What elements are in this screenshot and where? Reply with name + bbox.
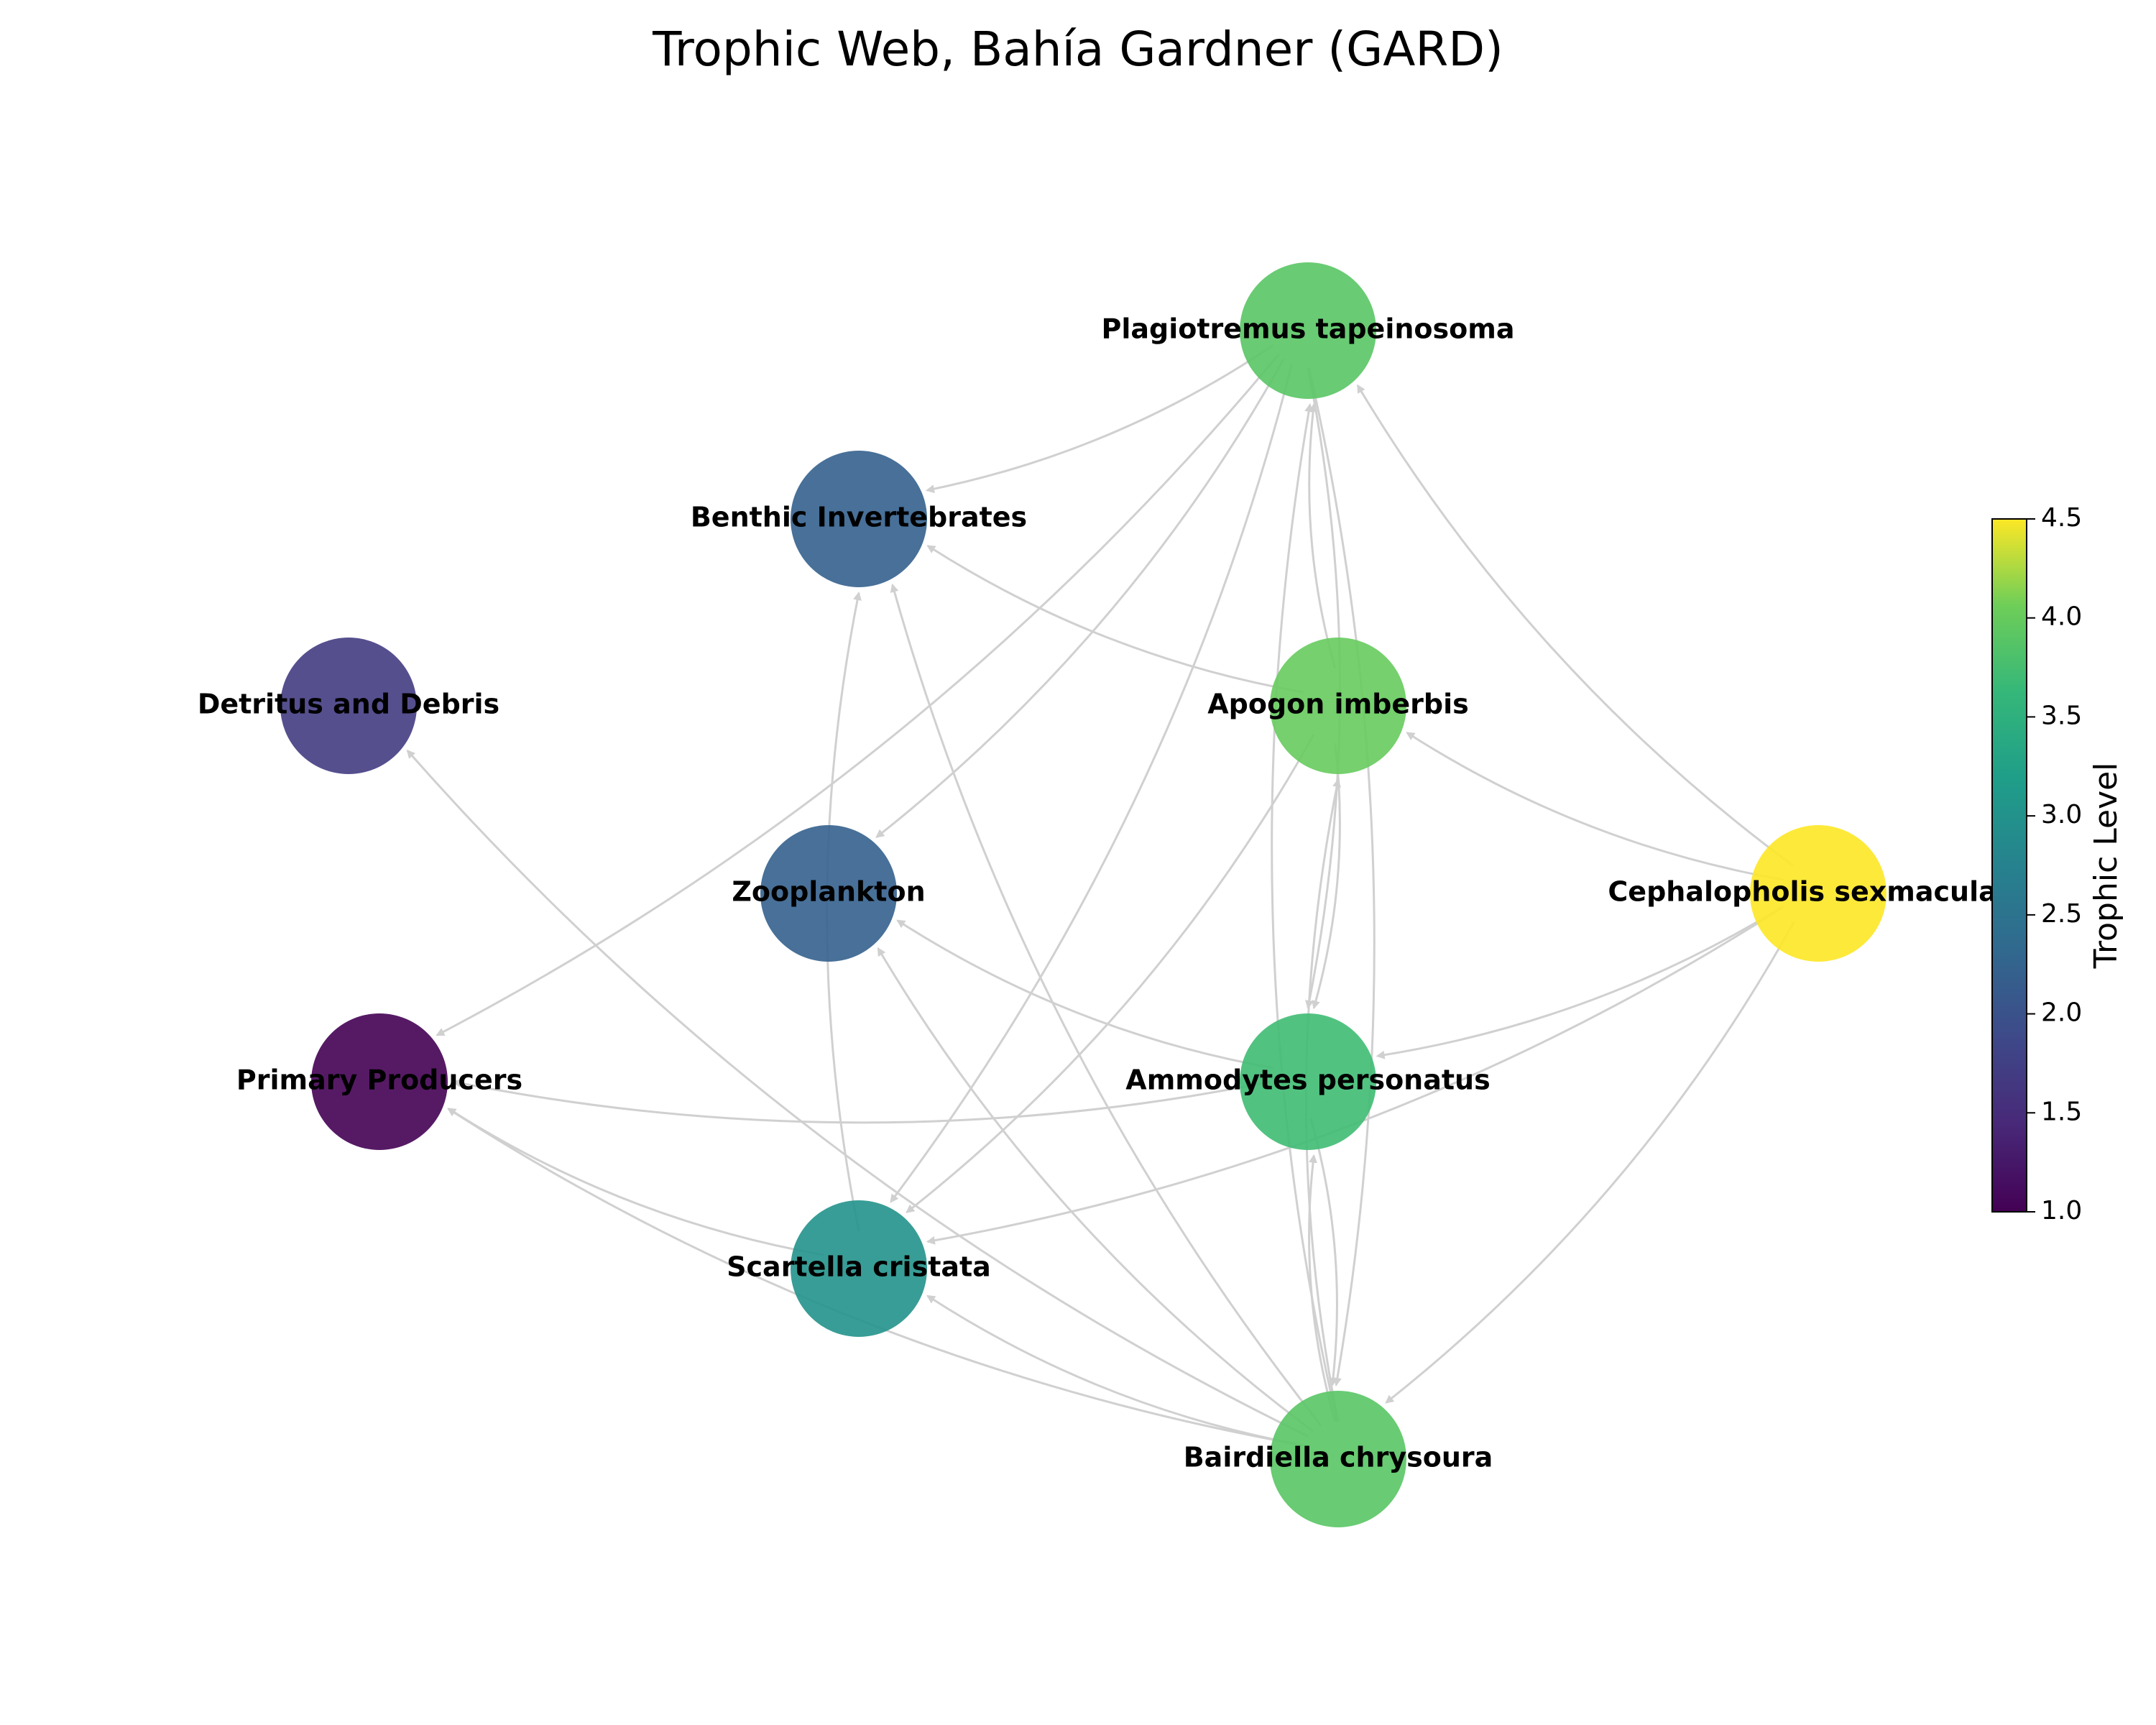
- node-scartella: [791, 1200, 927, 1337]
- edge-bairdiella-to-plagiotremus: [1271, 403, 1339, 1422]
- colorbar-tick-label: 1.0: [2041, 1196, 2082, 1225]
- node-apogon: [1270, 638, 1406, 774]
- node-plagiotremus: [1240, 262, 1376, 399]
- colorbar-tick-label: 3.0: [2041, 800, 2082, 829]
- node-benthic: [791, 451, 927, 587]
- edge-apogon-to-scartella: [906, 734, 1315, 1213]
- node-label-primary: Primary Producers: [236, 1064, 522, 1096]
- colorbar-tick-label: 2.5: [2041, 899, 2082, 929]
- node-label-bairdiella: Bairdiella chrysoura: [1184, 1442, 1493, 1473]
- colorbar-tick-label: 3.5: [2041, 701, 2082, 730]
- node-primary: [311, 1013, 448, 1150]
- nodes-layer: [280, 262, 1886, 1527]
- node-label-detritus: Detritus and Debris: [198, 689, 499, 720]
- node-label-ammodytes: Ammodytes personatus: [1125, 1064, 1490, 1096]
- edge-cephalopholis-to-ammodytes: [1376, 905, 1784, 1059]
- node-label-benthic: Benthic Invertebrates: [691, 502, 1027, 533]
- node-label-scartella: Scartella cristata: [727, 1251, 991, 1283]
- edge-ammodytes-to-zooplankton: [896, 919, 1273, 1070]
- node-label-plagiotremus: Plagiotremus tapeinosoma: [1102, 313, 1515, 345]
- edge-bairdiella-to-detritus: [406, 749, 1309, 1438]
- edges-layer: [406, 344, 1795, 1447]
- colorbar: 1.0 1.5 2.0 2.5 3.0 3.5 4.0 4.5 Trophic Level: [1991, 503, 2124, 1225]
- edge-apogon-to-plagiotremus: [1308, 402, 1337, 669]
- node-cephalopholis: [1750, 825, 1886, 962]
- node-label-zooplankton: Zooplankton: [732, 876, 925, 908]
- edge-cephalopholis-to-bairdiella: [1385, 921, 1795, 1404]
- node-detritus: [280, 638, 417, 774]
- colorbar-label: Trophic Level: [2088, 763, 2124, 970]
- edge-plagiotremus-to-benthic: [926, 344, 1274, 494]
- node-ammodytes: [1240, 1013, 1376, 1150]
- chart-title: Trophic Web, Bahía Gardner (GARD): [653, 22, 1503, 77]
- edge-plagiotremus-to-zooplankton: [875, 359, 1285, 838]
- colorbar-tick-label: 1.5: [2041, 1097, 2082, 1126]
- edge-ammodytes-to-bairdiella: [1309, 1118, 1338, 1387]
- edge-apogon-to-ammodytes: [1312, 742, 1341, 1010]
- colorbar-tick-label: 2.0: [2041, 998, 2082, 1028]
- node-zooplankton: [760, 825, 897, 962]
- edge-scartella-to-primary: [447, 1108, 824, 1256]
- edge-plagiotremus-to-bairdiella: [1307, 367, 1376, 1386]
- colorbar-ticks: 1.0 1.5 2.0 2.5 3.0 3.5 4.0 4.5: [2027, 503, 2082, 1225]
- node-bairdiella: [1270, 1391, 1406, 1527]
- edge-bairdiella-to-zooplankton: [877, 947, 1314, 1432]
- edge-plagiotremus-to-primary: [436, 353, 1280, 1036]
- colorbar-gradient: [1991, 518, 2027, 1213]
- edge-cephalopholis-to-plagiotremus: [1356, 384, 1794, 867]
- node-label-cephalopholis: Cephalopholis sexmaculata: [1608, 876, 2028, 908]
- edge-bairdiella-to-benthic: [890, 583, 1322, 1427]
- edge-bairdiella-to-ammodytes: [1308, 1154, 1337, 1422]
- edge-cephalopholis-to-apogon: [1406, 732, 1784, 881]
- colorbar-tick-label: 4.0: [2041, 602, 2082, 632]
- edge-ammodytes-to-primary: [452, 1079, 1271, 1124]
- colorbar-tick-label: 4.5: [2041, 503, 2082, 533]
- edge-bairdiella-to-scartella: [926, 1294, 1304, 1447]
- edge-cephalopholis-to-scartella: [926, 906, 1784, 1245]
- node-label-apogon: Apogon imberbis: [1207, 689, 1469, 720]
- edge-apogon-to-benthic: [926, 545, 1304, 694]
